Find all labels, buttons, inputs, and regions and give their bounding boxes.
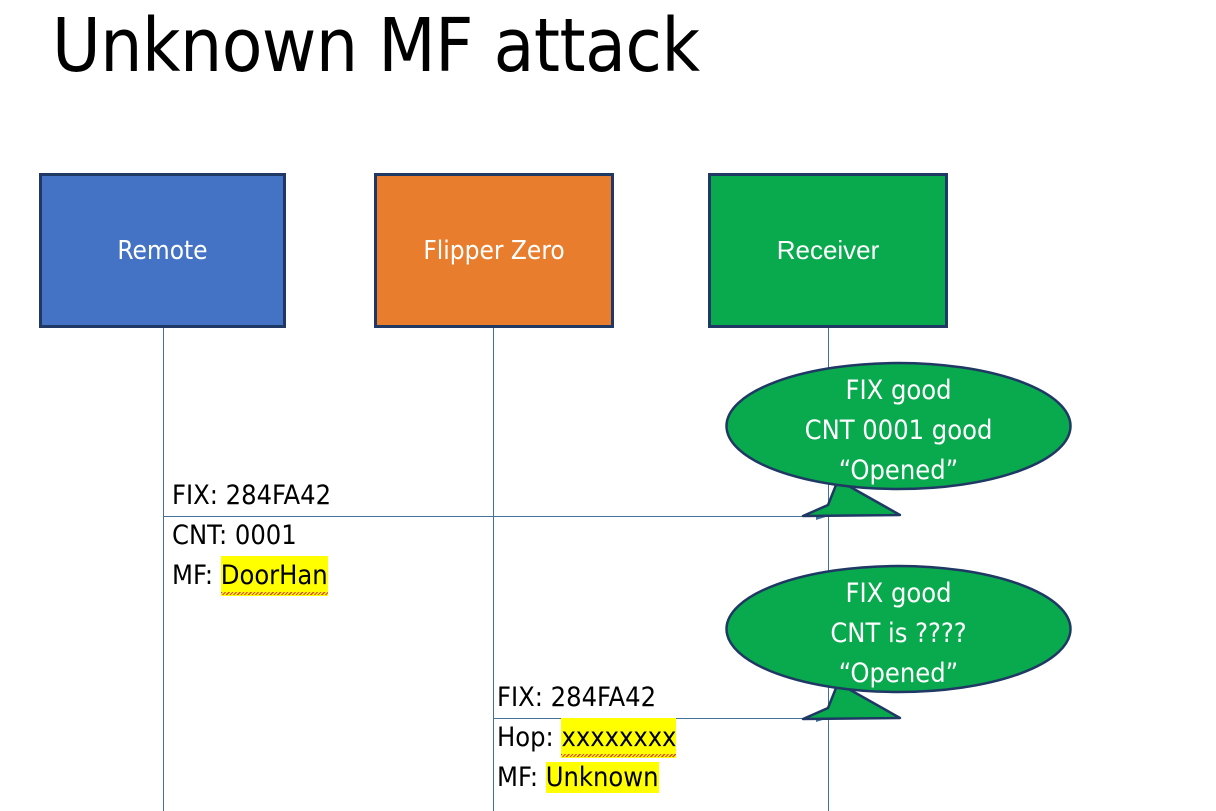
speech-bubble-receiver-2[interactable]: FIX good CNT is ???? “Opened”: [725, 564, 1072, 721]
actor-label-receiver: Receiver: [776, 235, 880, 265]
speech-bubble-receiver-1[interactable]: FIX good CNT 0001 good “Opened”: [725, 361, 1072, 518]
bubble-tail-icon: [801, 478, 902, 518]
actor-box-remote[interactable]: Remote: [39, 173, 286, 328]
message-line-mf: MF: DoorHan: [172, 556, 331, 596]
actor-label-remote: Remote: [117, 235, 208, 266]
message-line-cnt: CNT: 0001: [172, 520, 297, 551]
message-line-hop: Hop: xxxxxxxx: [497, 718, 677, 758]
message-value-fix-2: 284FA42: [550, 682, 657, 713]
message-value-fix: 284FA42: [225, 480, 332, 511]
lifeline-receiver: [828, 328, 829, 811]
message-line-fix-2: FIX: 284FA42: [497, 682, 657, 713]
message-value-mf: DoorHan: [220, 556, 328, 596]
actor-label-flipper-zero: Flipper Zero: [423, 235, 565, 266]
message-label-flipper: FIX: 284FA42 Hop: xxxxxxxx MF: Unknown: [497, 678, 677, 798]
lifeline-flipper-zero: [493, 328, 494, 811]
actor-box-receiver[interactable]: Receiver: [708, 173, 948, 328]
page-title: Unknown MF attack: [52, 3, 700, 89]
message-value-hop: xxxxxxxx: [561, 718, 677, 758]
message-value-mf-2: Unknown: [545, 762, 659, 793]
message-line-fix: FIX: 284FA42: [172, 480, 332, 511]
bubble-body: [725, 361, 1072, 491]
message-label-remote: FIX: 284FA42 CNT: 0001 MF: DoorHan: [172, 476, 331, 596]
lifeline-remote: [163, 328, 164, 811]
bubble-body: [725, 564, 1072, 694]
actor-box-flipper-zero[interactable]: Flipper Zero: [374, 173, 614, 328]
bubble-tail-icon: [801, 681, 902, 721]
message-line-mf-2: MF: Unknown: [497, 762, 659, 793]
message-value-cnt: 0001: [234, 520, 297, 551]
